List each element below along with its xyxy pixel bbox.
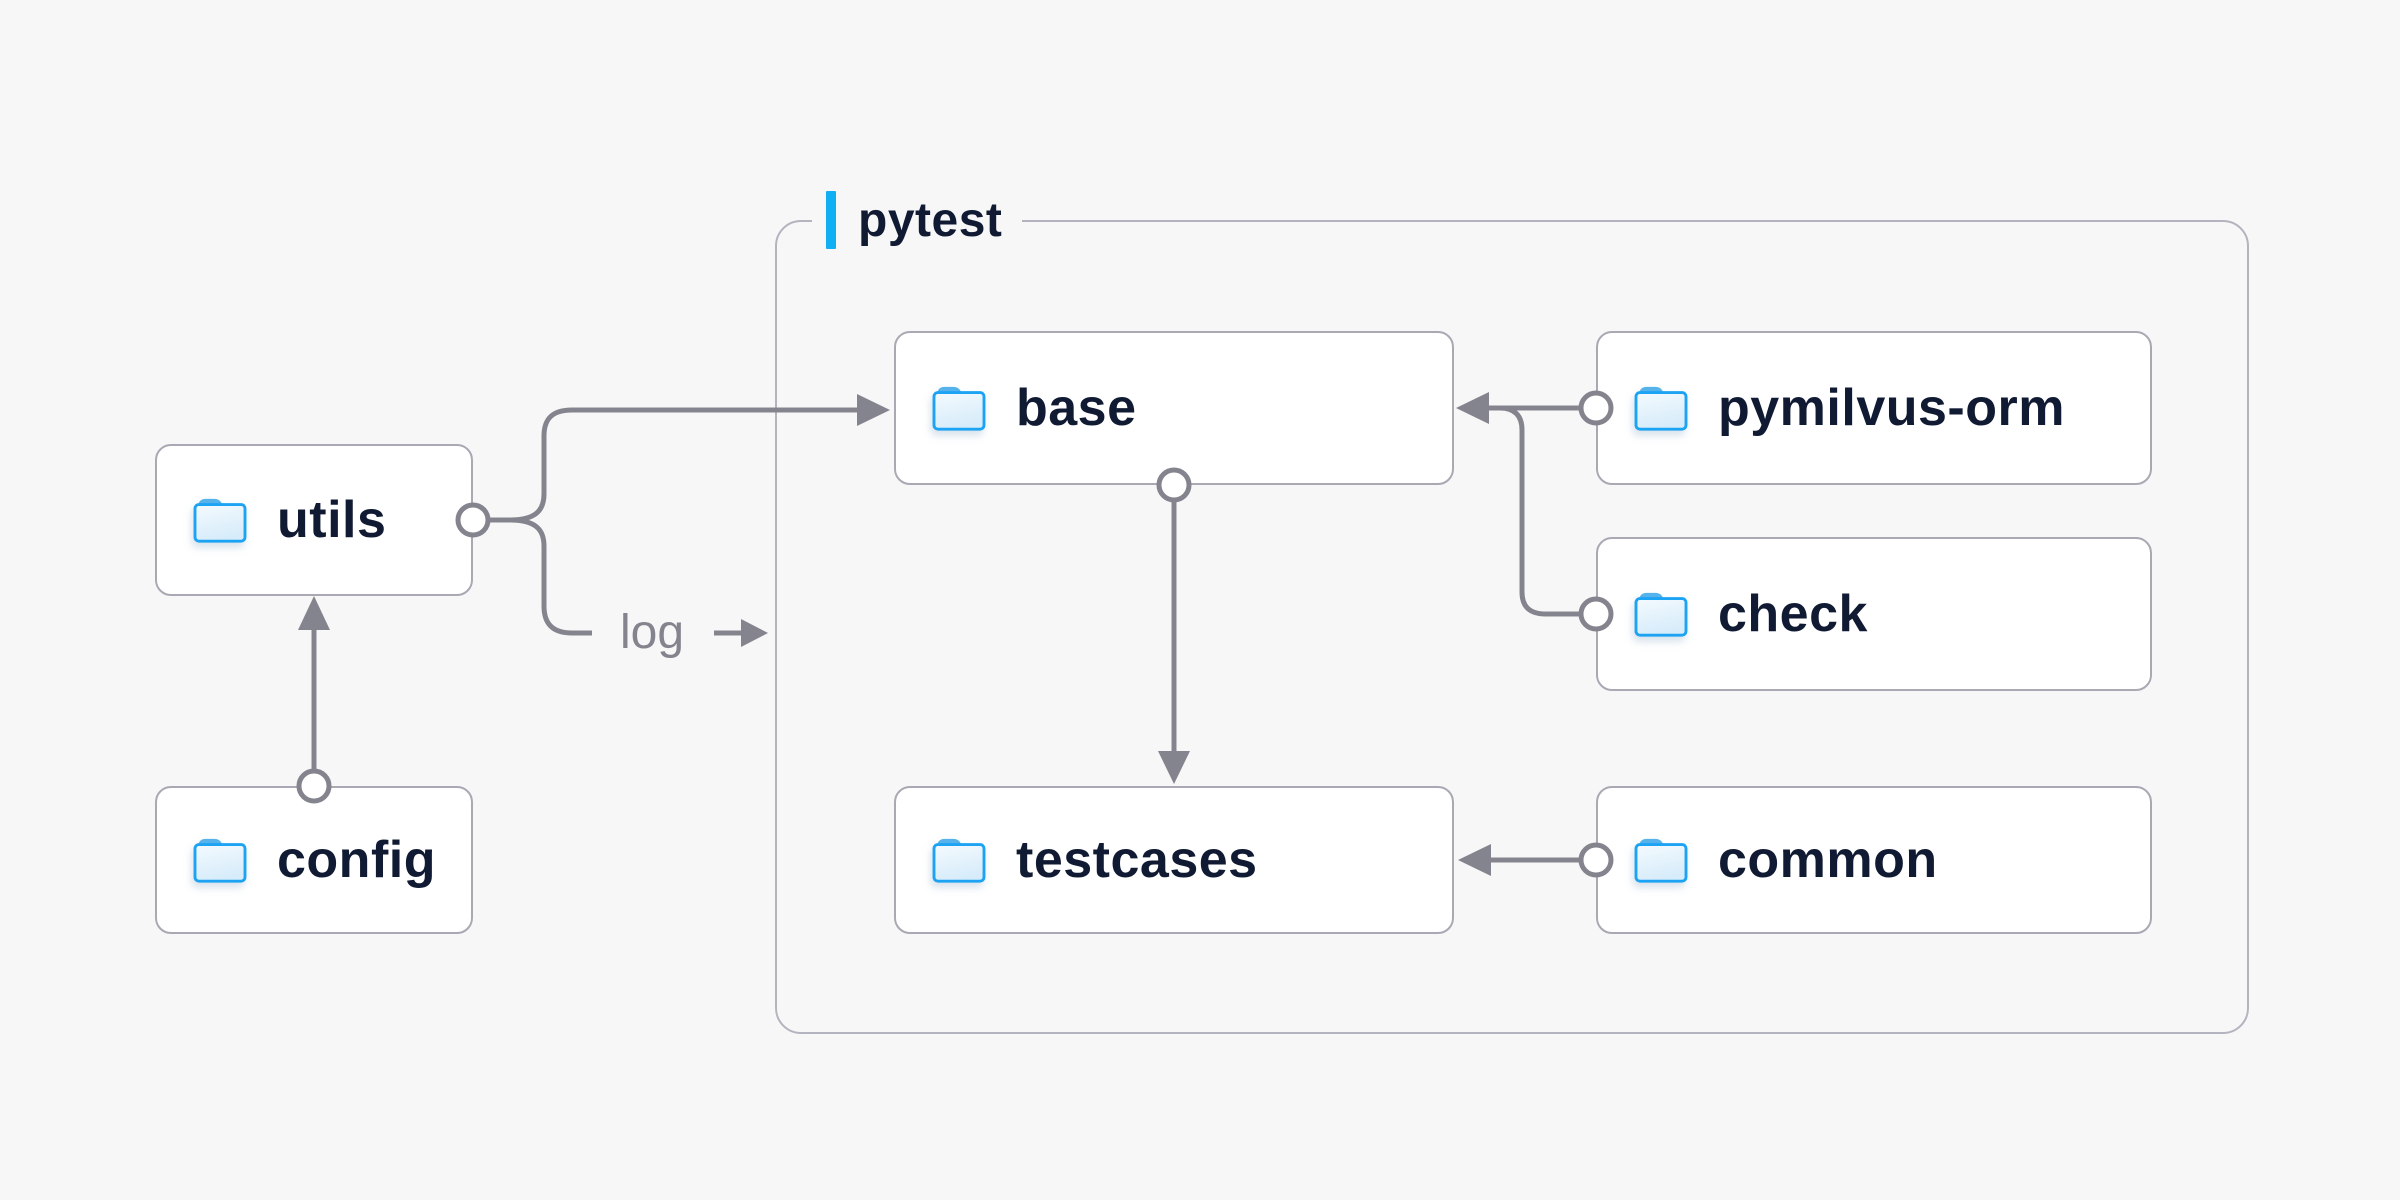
folder-icon — [932, 386, 986, 431]
group-pytest-label: pytest — [812, 189, 1023, 251]
folder-icon — [932, 838, 986, 883]
folder-icon — [1634, 592, 1688, 637]
node-label: base — [1016, 379, 1137, 437]
edge-config-utils — [296, 596, 332, 804]
folder-icon — [1634, 838, 1688, 883]
node-config: config — [155, 786, 473, 934]
node-common: common — [1596, 786, 2152, 934]
group-pytest — [775, 220, 2249, 1034]
node-testcases: testcases — [894, 786, 1454, 934]
group-title: pytest — [858, 193, 1003, 247]
folder-icon — [193, 498, 247, 543]
node-label: utils — [277, 491, 387, 549]
node-label: pymilvus-orm — [1718, 379, 2065, 437]
folder-icon — [193, 838, 247, 883]
node-utils: utils — [155, 444, 473, 596]
node-label: testcases — [1016, 831, 1258, 889]
node-check: check — [1596, 537, 2152, 691]
folder-icon — [1634, 386, 1688, 431]
node-label: common — [1718, 831, 1938, 889]
node-label: config — [277, 831, 436, 889]
edge-label-log: log — [619, 606, 685, 659]
node-pymilvus-orm: pymilvus-orm — [1596, 331, 2152, 485]
node-label: check — [1718, 585, 1868, 643]
accent-bar-icon — [826, 191, 836, 249]
node-base: base — [894, 331, 1454, 485]
